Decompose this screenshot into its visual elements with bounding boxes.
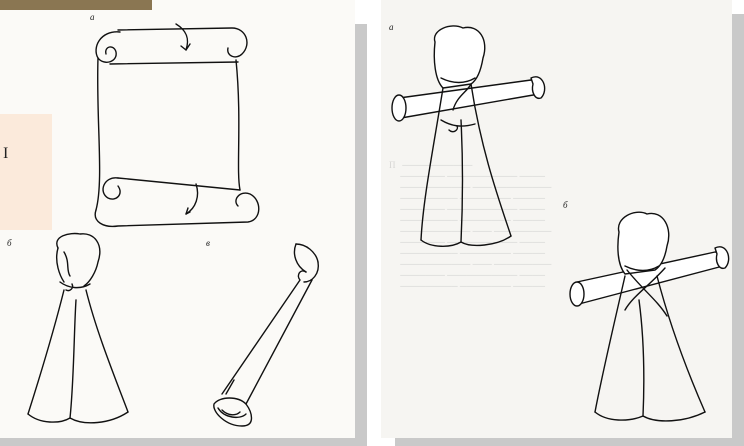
- left-panel-shadow-bottom: [0, 438, 367, 446]
- rolled-cloth-drawing: [214, 244, 319, 426]
- doll-body-drawing: [28, 234, 128, 423]
- right-panel-shadow-right: [732, 14, 744, 446]
- right-drawings: [381, 0, 732, 438]
- left-illustration-panel: I а б в: [0, 0, 355, 440]
- cloth-scroll-drawing: [95, 24, 259, 226]
- right-illustration-panel: Π ─────────── ─────── ─────────── ──── ─…: [381, 0, 732, 438]
- left-drawings: [0, 0, 355, 440]
- doll-with-arms-b: [570, 212, 729, 421]
- right-panel-shadow-bottom: [395, 438, 744, 446]
- doll-with-arms-a: [392, 26, 545, 246]
- left-panel-shadow-right: [355, 24, 367, 446]
